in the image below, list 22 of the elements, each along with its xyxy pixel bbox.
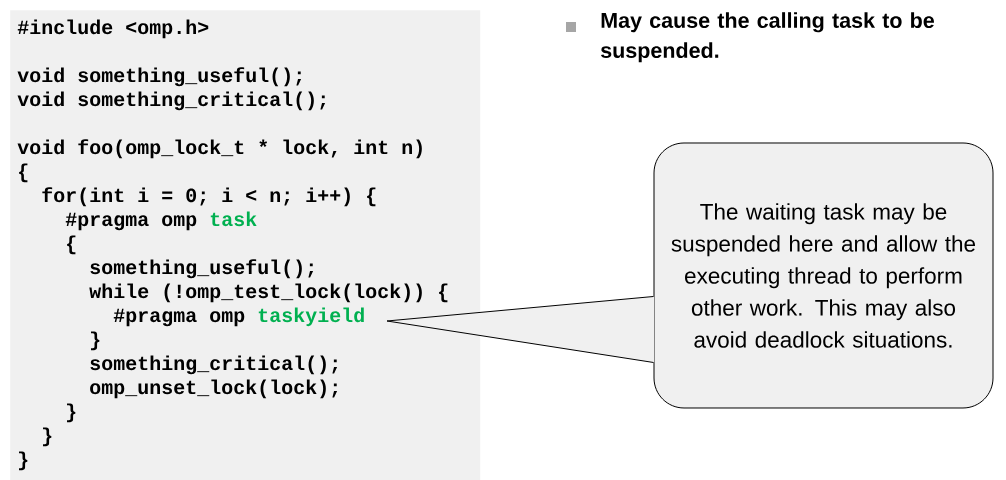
code-line: } <box>67 403 76 423</box>
code-line: #pragma omp <box>65 212 197 231</box>
code-line: } <box>91 331 100 351</box>
callout-pointer <box>386 296 655 363</box>
code-line: void something_useful(); <box>17 67 302 87</box>
bullet-text: May cause the calling task to be suspended. <box>600 12 934 63</box>
code-line: void something_critical(); <box>17 91 326 111</box>
code-line: } <box>19 451 28 471</box>
code-line: #include <omp.h> <box>17 19 209 39</box>
code-line: #pragma omp <box>113 308 245 327</box>
code-line: while (!omp_test_lock(lock)) { <box>89 283 448 303</box>
code-line: } <box>43 427 52 447</box>
callout-bubble: The waiting task may be suspended here and allow the executing thread to perform other work. This may also avoid deadlock situations. <box>653 142 994 409</box>
code-line: something_critical(); <box>90 355 338 375</box>
code-keyword: task <box>210 211 257 227</box>
code-line: { <box>67 235 76 255</box>
code-line: for(int i = 0; i < n; i++) { <box>42 187 376 207</box>
code-line: omp_unset_lock(lock); <box>90 379 338 399</box>
code-keyword: taskyield <box>258 307 364 327</box>
code-line: { <box>19 163 28 183</box>
code-line: something_useful(); <box>90 259 314 279</box>
code-line: void foo(omp_lock_t * lock, int n) <box>17 139 422 159</box>
